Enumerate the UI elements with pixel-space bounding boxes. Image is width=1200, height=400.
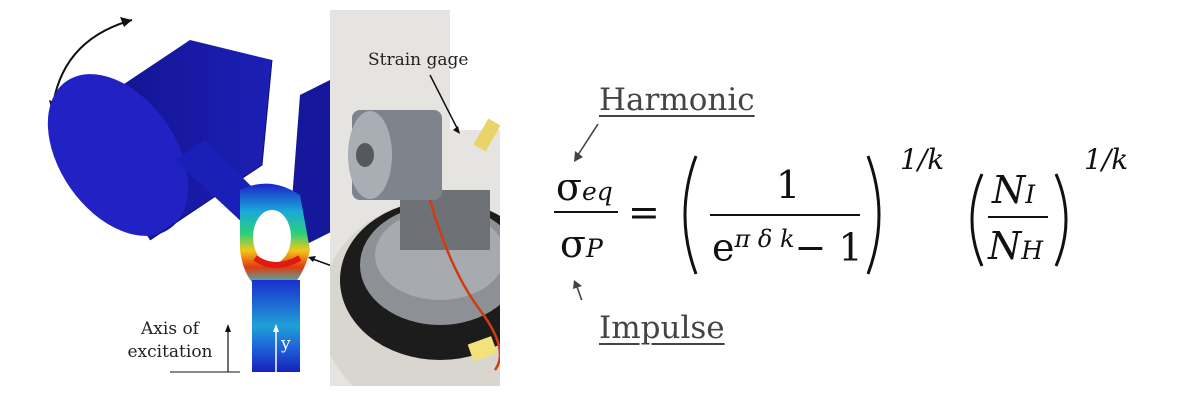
harmonic-label: Harmonic bbox=[599, 82, 755, 118]
strain-gage-arrow-icon bbox=[429, 74, 460, 134]
right-arm bbox=[292, 80, 335, 245]
axis-of-excitation-label: Axis of excitation bbox=[110, 318, 230, 364]
paren-left-1 bbox=[683, 155, 698, 275]
excitation-axis-arrow-icon bbox=[170, 324, 240, 373]
y-junction bbox=[240, 183, 310, 295]
y-axis-label: y bbox=[281, 334, 291, 354]
inertia-disk bbox=[47, 40, 273, 241]
frac2-denominator: NH bbox=[988, 224, 1044, 268]
strain-arrow-icon bbox=[308, 256, 333, 267]
experiment-photo bbox=[330, 10, 500, 386]
equals-sign: = bbox=[628, 190, 660, 234]
frac1-numerator: 1 bbox=[776, 163, 801, 207]
lhs-fraction-bar bbox=[554, 211, 618, 213]
paren-right-2 bbox=[1054, 173, 1068, 267]
lhs-denominator: σP bbox=[560, 222, 603, 266]
wire bbox=[428, 199, 500, 371]
annotation-arrows bbox=[573, 123, 599, 300]
frac1-denominator: eπ δ k− 1 bbox=[712, 225, 863, 270]
metal-disk bbox=[348, 110, 442, 200]
frac2-bar bbox=[988, 216, 1048, 218]
axis-label-line1: Axis of bbox=[141, 319, 199, 339]
strain-gage-label: Strain gage bbox=[368, 50, 469, 70]
axis-label-line2: excitation bbox=[127, 342, 213, 362]
paren-left-2 bbox=[970, 173, 984, 267]
harmonic-arrow-icon bbox=[574, 123, 599, 162]
impulse-label: Impulse bbox=[599, 310, 725, 346]
frac2-numerator: NI bbox=[992, 168, 1036, 212]
y-axis-arrow-icon bbox=[273, 324, 279, 372]
frac1-bar bbox=[710, 214, 860, 216]
lhs-numerator: σeq bbox=[556, 165, 613, 209]
exponent-2: 1/k bbox=[1084, 143, 1129, 176]
impulse-arrow-icon bbox=[573, 280, 583, 300]
fea-model-figure bbox=[47, 17, 335, 373]
exponent-1: 1/k bbox=[900, 143, 945, 176]
paren-right-1 bbox=[866, 155, 881, 275]
